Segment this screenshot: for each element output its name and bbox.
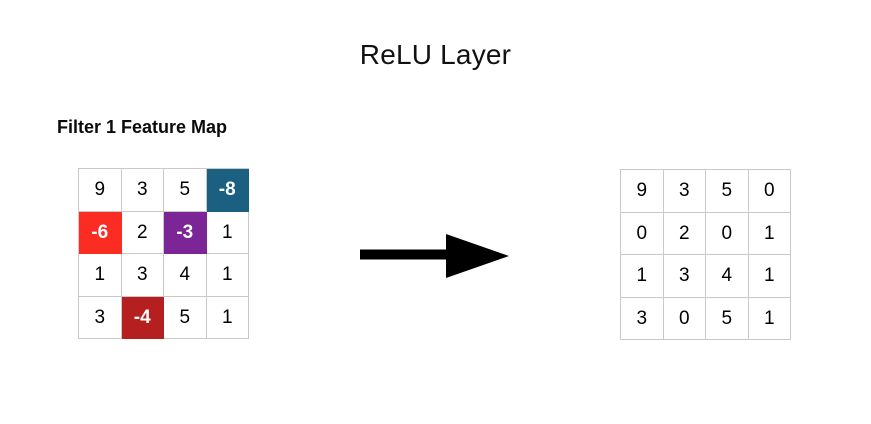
output-grid-cell-r2c1: 3: [663, 255, 706, 298]
input-grid-cell-r3c0: 3: [79, 296, 122, 339]
output-grid-cell-r2c2: 4: [706, 255, 749, 298]
output-grid-cell-r3c2: 5: [706, 297, 749, 340]
output-grid-cell-r1c1: 2: [663, 212, 706, 255]
output-grid-cell-r1c2: 0: [706, 212, 749, 255]
output-grid-cell-r0c1: 3: [663, 170, 706, 213]
output-grid-cell-r1c3: 1: [748, 212, 791, 255]
input-grid-cell-r2c3: 1: [206, 254, 249, 297]
input-grid-cell-r0c0: 9: [79, 169, 122, 212]
input-grid-cell-r3c3: 1: [206, 296, 249, 339]
input-grid-cell-r0c2: 5: [164, 169, 207, 212]
output-grid-cell-r3c0: 3: [621, 297, 664, 340]
output-grid-cell-r3c1: 0: [663, 297, 706, 340]
output-grid-cell-r2c3: 1: [748, 255, 791, 298]
input-grid-cell-r1c0: -6: [79, 211, 122, 254]
output-grid-cell-r0c0: 9: [621, 170, 664, 213]
input-grid-cell-r2c2: 4: [164, 254, 207, 297]
input-grid-cell-r0c3: -8: [206, 169, 249, 212]
output-grid-cell-r2c0: 1: [621, 255, 664, 298]
input-grid-cell-r2c0: 1: [79, 254, 122, 297]
right-arrow-icon: [360, 230, 512, 282]
input-grid-cell-r1c1: 2: [121, 211, 164, 254]
output-grid-cell-r0c2: 5: [706, 170, 749, 213]
output-grid-cell-r0c3: 0: [748, 170, 791, 213]
input-grid-cell-r1c3: 1: [206, 211, 249, 254]
input-grid-cell-r0c1: 3: [121, 169, 164, 212]
page-title: ReLU Layer: [359, 39, 512, 70]
input-grid-cell-r3c1: -4: [121, 296, 164, 339]
arrow-shape: [360, 234, 509, 278]
input-grid-cell-r1c2: -3: [164, 211, 207, 254]
output-grid-cell-r1c0: 0: [621, 212, 664, 255]
output-grid-cell-r3c3: 1: [748, 297, 791, 340]
input-grid-cell-r2c1: 3: [121, 254, 164, 297]
section-heading-filter-1-feature-map: Filter 1 Feature Map: [57, 117, 228, 137]
input-grid-cell-r3c2: 5: [164, 296, 207, 339]
